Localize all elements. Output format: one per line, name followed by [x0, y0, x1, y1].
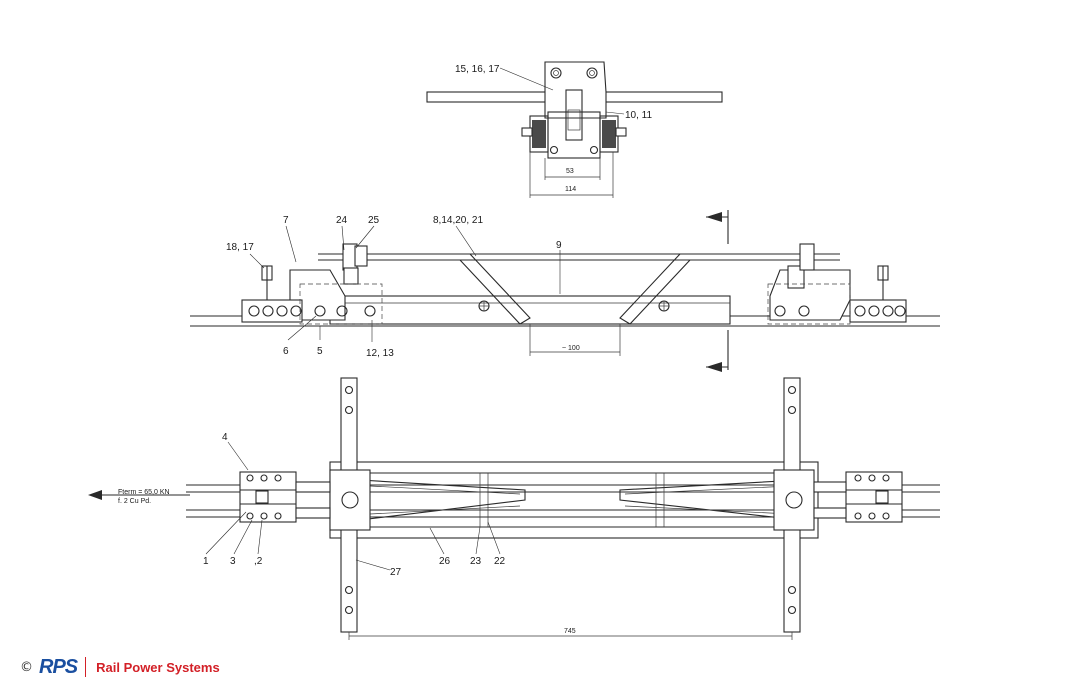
label-27: 27	[390, 567, 402, 578]
copyright-symbol: ©	[20, 659, 33, 675]
label-22: 22	[494, 556, 506, 567]
dim-100: ~ 100	[562, 345, 580, 352]
rps-logo: RPS	[39, 655, 78, 678]
top-hatch-right	[602, 120, 616, 148]
side-terminal-right	[849, 299, 907, 323]
plan-view	[88, 377, 940, 640]
plan-stay-left	[359, 479, 526, 521]
side-main-beam	[329, 295, 731, 325]
footer: © RPS Rail Power Systems	[20, 655, 220, 679]
label-10-11: 10, 11	[625, 110, 652, 121]
label-3: 3	[230, 556, 236, 567]
side-terminal-left	[241, 299, 303, 323]
label-9: 9	[556, 240, 562, 251]
top-view	[426, 61, 723, 198]
label-15-16-17: 15, 16, 17	[455, 64, 500, 75]
top-hatch-left	[532, 120, 546, 148]
label-12-13: 12, 13	[366, 348, 394, 359]
label-26: 26	[439, 556, 451, 567]
label-23: 23	[470, 556, 482, 567]
force-arrow-head	[88, 490, 102, 500]
label-24: 24	[336, 215, 348, 226]
label-25: 25	[368, 215, 380, 226]
side-clamp-body-right	[769, 269, 851, 321]
company-name: Rail Power Systems	[96, 659, 220, 675]
label-18-17: 18, 17	[226, 242, 254, 253]
dim-745: 745	[564, 628, 576, 635]
label-8-14-20-21: 8,14,20, 21	[433, 215, 483, 226]
dim-114: 114	[565, 186, 576, 193]
label-4: 4	[222, 432, 228, 443]
force-note-line1: Fterm = 65,0 KN	[118, 489, 170, 496]
force-note-line2: f. 2 Cu Pd.	[118, 498, 151, 505]
plan-stay-right	[619, 479, 801, 521]
label-1: 1	[203, 556, 209, 567]
side-bent-arm-right	[619, 253, 691, 325]
dim-53: 53	[566, 168, 574, 175]
footer-divider	[85, 657, 87, 677]
label-6: 6	[283, 346, 289, 357]
side-bent-arm-left	[459, 253, 531, 325]
label-7: 7	[283, 215, 289, 226]
label-2: ,2	[254, 556, 263, 567]
side-view	[190, 210, 940, 372]
label-5: 5	[317, 346, 323, 357]
